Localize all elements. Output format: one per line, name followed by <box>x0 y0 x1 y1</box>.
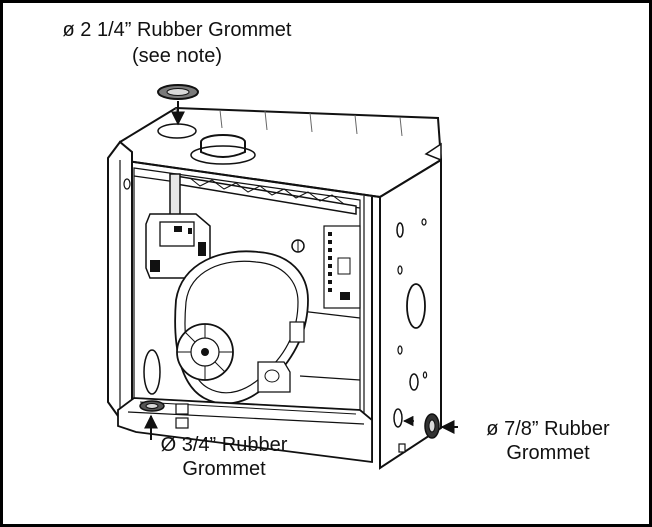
inducer-bracket <box>289 321 305 343</box>
base-slot-1 <box>175 403 189 415</box>
gas-valve-details <box>150 226 206 272</box>
grommet-7-8-hole <box>428 419 436 433</box>
upper-brace-truss <box>189 177 345 205</box>
left-post-hole-2 <box>143 349 161 395</box>
right-panel-hole-1 <box>396 222 404 238</box>
blower-motor-hub <box>201 348 209 356</box>
callout-3-4-grommet: Ø 3/4” Rubber Grommet <box>134 433 314 481</box>
base-front-lip <box>127 411 365 425</box>
callout-7-8-line1: ø 7/8” Rubber <box>486 418 610 440</box>
vent-collar-base <box>190 145 256 165</box>
vent-collar-body <box>200 142 246 158</box>
top-grommet-opening <box>157 123 197 139</box>
control-board-terminals <box>328 232 350 300</box>
right-panel-hole-2 <box>421 218 427 226</box>
right-panel-large-hole <box>406 283 426 329</box>
control-board-relay <box>337 257 351 275</box>
blower-motor-ribs <box>177 324 233 380</box>
grommet-2-1-4-hole <box>166 88 190 96</box>
callout-7-8-grommet: ø 7/8” Rubber Grommet <box>458 417 638 465</box>
callout-2-1-4-grommet: ø 2 1/4” Rubber Grommet (see note) <box>22 18 332 68</box>
left-post-hole-1 <box>123 178 131 190</box>
callout-7-8-line2: Grommet <box>506 442 590 464</box>
callout-2-1-4-line2: (see note) <box>131 45 223 67</box>
right-panel-hole-5 <box>409 373 419 391</box>
callout-3-4-line2: Grommet <box>182 458 266 480</box>
grommet-3-4-hole <box>145 403 159 409</box>
right-panel-hole-3 <box>397 265 403 275</box>
top-right-corner <box>424 142 442 162</box>
right-panel-tab <box>398 443 406 453</box>
callout-3-4-line1: Ø 3/4” Rubber <box>160 434 288 456</box>
callout-2-1-4-line1: ø 2 1/4” Rubber Grommet <box>62 19 292 41</box>
right-panel-hole-4 <box>397 345 403 355</box>
right-panel-hole-6 <box>422 371 428 379</box>
right-panel-hole-7 <box>393 408 403 428</box>
base-slot-2 <box>175 417 189 429</box>
top-front-edge <box>119 159 381 198</box>
interior-shelf-lower <box>299 375 361 381</box>
pressure-switch-port <box>264 369 280 383</box>
